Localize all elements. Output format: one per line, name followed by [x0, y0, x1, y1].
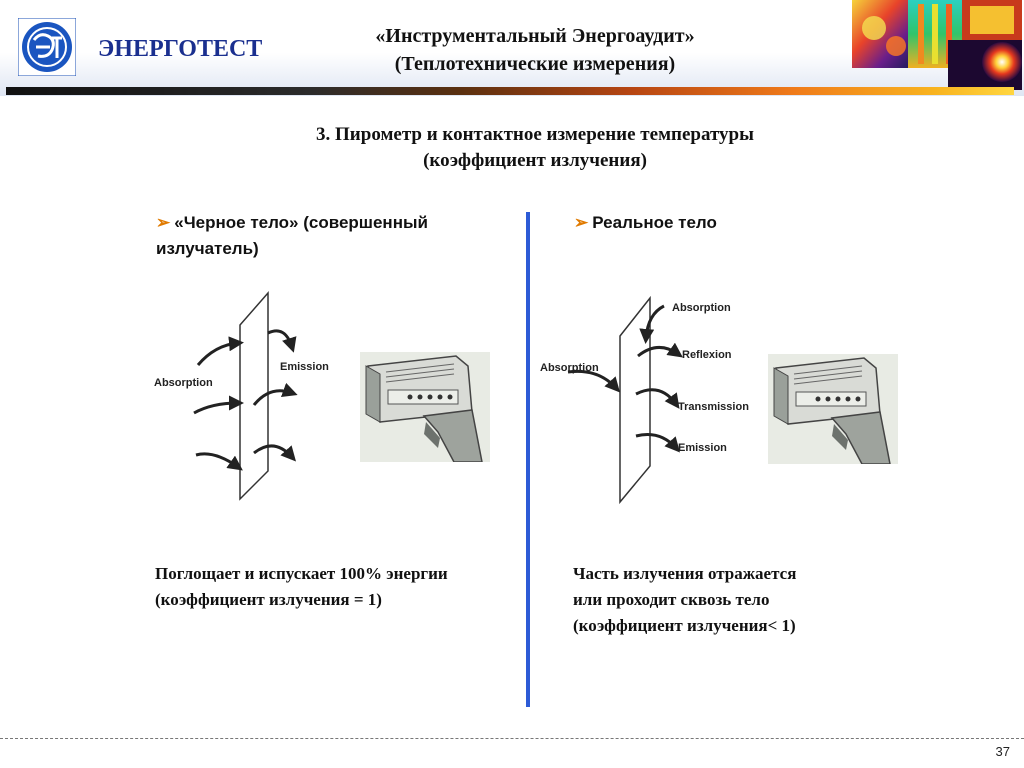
bullet-arrow-icon: ➢	[156, 213, 171, 232]
right-heading-text: Реальное тело	[592, 213, 717, 232]
left-heading-line2: излучатель)	[156, 239, 259, 258]
emission-arrow	[267, 329, 297, 353]
real-body-diagram: Absorption Absorption Reflexion Transmis…	[540, 295, 749, 505]
page-number: 37	[995, 744, 1010, 759]
slide-title-line2: (коэффициент излучения)	[423, 150, 647, 171]
absorption-top-label: Absorption	[672, 302, 731, 314]
emission-arrow	[253, 444, 297, 462]
right-heading: ➢Реальное тело	[574, 210, 874, 236]
left-heading: ➢«Черное тело» (совершенный излучатель)	[156, 210, 516, 262]
absorption-arrow	[567, 369, 621, 393]
body-plate	[619, 295, 651, 505]
left-description: Поглощает и испускает 100% энергии (коэф…	[155, 561, 515, 613]
column-divider	[526, 212, 530, 707]
pyrometer-image	[360, 352, 490, 462]
slide-title-line1: 3. Пирометр и контактное измерение темпе…	[316, 124, 754, 145]
left-desc-line2: (коэффициент излучения = 1)	[155, 590, 382, 609]
slide-header: ЭНЕРГОТЕСТ «Инструментальный Энергоаудит…	[0, 0, 1024, 96]
absorption-arrow	[193, 395, 244, 415]
right-desc-line2: или проходит сквозь тело	[573, 590, 770, 609]
absorption-arrow	[639, 304, 665, 344]
transmission-arrow	[635, 388, 680, 409]
bullet-arrow-icon: ➢	[574, 213, 589, 232]
header-title-line2: (Теплотехнические измерения)	[394, 53, 676, 75]
header-title: «Инструментальный Энергоаудит» (Теплотех…	[300, 22, 770, 78]
header-gradient-bar	[6, 87, 1014, 95]
right-description: Часть излучения отражается или проходит …	[573, 561, 903, 639]
brand-name: ЭНЕРГОТЕСТ	[98, 36, 263, 62]
footer-divider	[0, 738, 1024, 739]
emission-arrow	[252, 382, 298, 406]
pyrometer-image	[768, 354, 898, 464]
left-heading-line1: «Черное тело» (совершенный	[174, 213, 428, 232]
absorption-arrow	[196, 336, 244, 366]
right-desc-line1: Часть излучения отражается	[573, 564, 797, 583]
slide-title: 3. Пирометр и контактное измерение темпе…	[240, 122, 830, 174]
energotest-logo-icon	[18, 18, 76, 76]
absorption-label: Absorption	[154, 377, 213, 389]
absorption-arrow	[195, 452, 243, 471]
reflexion-label: Reflexion	[682, 349, 732, 361]
header-title-line1: «Инструментальный Энергоаудит»	[375, 25, 695, 47]
thermal-image-collage	[852, 0, 1022, 90]
transmission-label: Transmission	[678, 401, 749, 413]
left-desc-line1: Поглощает и испускает 100% энергии	[155, 564, 448, 583]
black-body-diagram: Absorption Emission	[154, 291, 329, 501]
absorption-left-label: Absorption	[540, 362, 599, 374]
emission-arrow	[635, 433, 680, 453]
emission-label: Emission	[280, 361, 329, 373]
reflexion-arrow	[637, 342, 683, 358]
emission-label: Emission	[678, 442, 727, 454]
right-desc-line3: (коэффициент излучения< 1)	[573, 616, 796, 635]
